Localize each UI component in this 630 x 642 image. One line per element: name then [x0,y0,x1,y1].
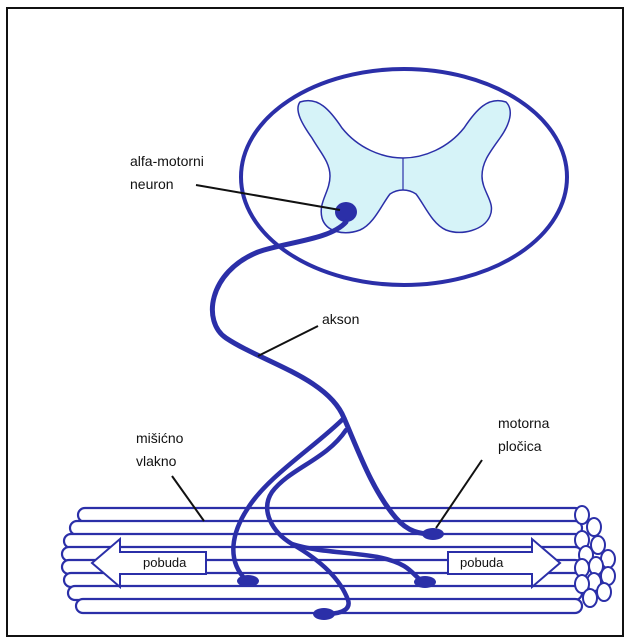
arrow-label-right: pobuda [460,555,504,570]
fiber-end-caps [575,506,615,607]
label-fiber-line2: vlakno [136,453,177,469]
motor-neuron-soma [335,202,357,222]
axon-leader-line [258,326,318,356]
label-neuron-line2: neuron [130,176,174,192]
label-axon: akson [322,311,359,327]
label-endplate-line2: pločica [498,438,542,454]
label-endplate-line1: motorna [498,415,550,431]
label-neuron-line1: alfa-motorni [130,153,204,169]
motor-end-plate [414,576,436,588]
motor-end-plate [313,608,335,620]
motor-end-plate [237,575,259,587]
arrow-label-left: pobuda [143,555,187,570]
label-fiber-line1: mišićno [136,430,184,446]
motor-end-plate [422,528,444,540]
